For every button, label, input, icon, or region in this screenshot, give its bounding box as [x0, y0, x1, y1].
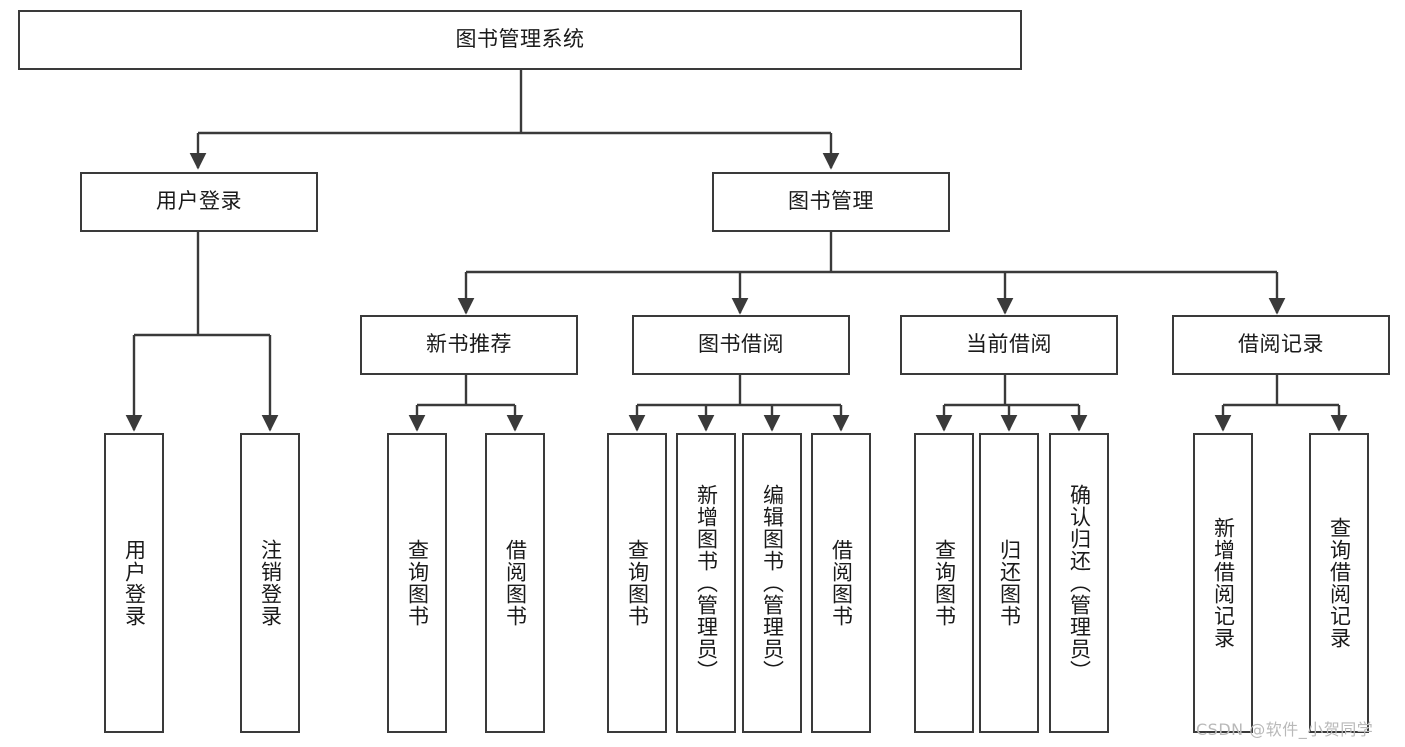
- node-book-manage-label: 图书管理: [788, 189, 874, 214]
- node-leaf-query-record-label: 查询借阅记录: [1327, 517, 1352, 649]
- node-leaf-return-book[interactable]: 归还图书: [979, 433, 1039, 733]
- node-leaf-query-book-2[interactable]: 查询图书: [607, 433, 667, 733]
- node-leaf-query-record[interactable]: 查询借阅记录: [1309, 433, 1369, 733]
- node-current-borrow-label: 当前借阅: [966, 332, 1052, 357]
- node-leaf-return-book-label: 归还图书: [997, 539, 1022, 627]
- node-leaf-add-book[interactable]: 新增图书（管理员）: [676, 433, 736, 733]
- node-leaf-borrow-book-2[interactable]: 借阅图书: [811, 433, 871, 733]
- node-leaf-confirm-return[interactable]: 确认归还（管理员）: [1049, 433, 1109, 733]
- node-leaf-add-record-label: 新增借阅记录: [1211, 517, 1236, 649]
- node-leaf-add-book-label: 新增图书（管理员）: [694, 484, 719, 682]
- node-new-book-recommend-label: 新书推荐: [426, 332, 512, 357]
- node-leaf-logout[interactable]: 注销登录: [240, 433, 300, 733]
- node-leaf-user-login-label: 用户登录: [122, 539, 147, 627]
- node-current-borrow[interactable]: 当前借阅: [900, 315, 1118, 375]
- watermark-text: CSDN @软件_小贺同学: [1196, 720, 1374, 739]
- node-root[interactable]: 图书管理系统: [18, 10, 1022, 70]
- node-new-book-recommend[interactable]: 新书推荐: [360, 315, 578, 375]
- node-user-login[interactable]: 用户登录: [80, 172, 318, 232]
- node-leaf-logout-label: 注销登录: [258, 539, 283, 627]
- node-leaf-confirm-return-label: 确认归还（管理员）: [1067, 484, 1092, 682]
- node-leaf-borrow-book-2-label: 借阅图书: [829, 539, 854, 627]
- node-borrow-record-label: 借阅记录: [1238, 332, 1324, 357]
- node-leaf-query-book-3-label: 查询图书: [932, 539, 957, 627]
- node-leaf-query-book-2-label: 查询图书: [625, 539, 650, 627]
- node-leaf-query-book-3[interactable]: 查询图书: [914, 433, 974, 733]
- node-book-borrow-label: 图书借阅: [698, 332, 784, 357]
- node-book-borrow[interactable]: 图书借阅: [632, 315, 850, 375]
- node-user-login-label: 用户登录: [156, 189, 242, 214]
- node-leaf-edit-book[interactable]: 编辑图书（管理员）: [742, 433, 802, 733]
- node-leaf-borrow-book-1[interactable]: 借阅图书: [485, 433, 545, 733]
- node-leaf-borrow-book-1-label: 借阅图书: [503, 539, 528, 627]
- node-leaf-user-login[interactable]: 用户登录: [104, 433, 164, 733]
- node-leaf-add-record[interactable]: 新增借阅记录: [1193, 433, 1253, 733]
- node-leaf-edit-book-label: 编辑图书（管理员）: [760, 484, 785, 682]
- node-root-label: 图书管理系统: [455, 27, 585, 52]
- node-borrow-record[interactable]: 借阅记录: [1172, 315, 1390, 375]
- node-book-manage[interactable]: 图书管理: [712, 172, 950, 232]
- node-leaf-query-book-1[interactable]: 查询图书: [387, 433, 447, 733]
- node-leaf-query-book-1-label: 查询图书: [405, 539, 430, 627]
